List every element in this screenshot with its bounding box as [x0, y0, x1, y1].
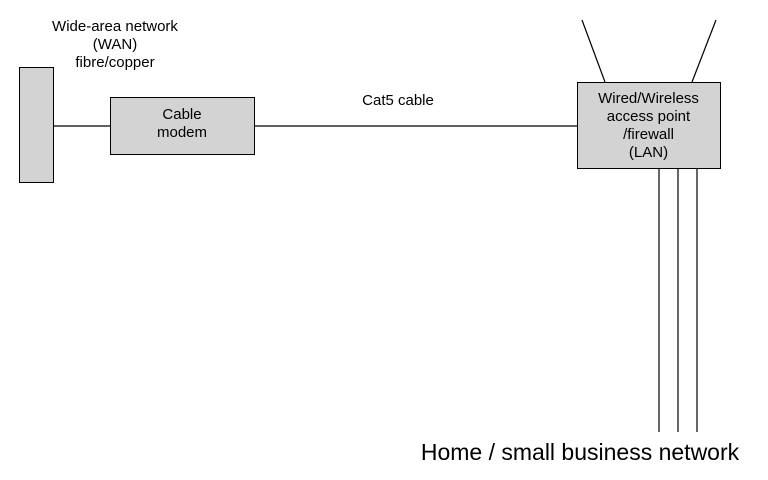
modem-label-line-2: modem — [156, 124, 208, 141]
router-label: Wired/Wireless access point /firewall (L… — [577, 90, 720, 162]
cable-modem-box — [110, 97, 255, 155]
router-box — [577, 82, 721, 169]
router-label-line-4: (LAN) — [628, 144, 669, 161]
wan-terminal-box — [19, 67, 54, 183]
right-antenna — [691, 19, 717, 83]
cat5-cable-label: Cat5 cable — [362, 92, 434, 109]
wan-label-line-2: (WAN) — [92, 36, 138, 53]
router-label-line-1: Wired/Wireless — [598, 90, 699, 107]
router-label-line-2: access point — [606, 108, 691, 125]
modem-label-line-1: Cable — [162, 106, 202, 123]
network-caption: Home / small business network — [420, 439, 740, 465]
wan-label-line-1: Wide-area network — [52, 18, 178, 35]
router-label-line-3: /firewall — [623, 126, 674, 143]
wan-label-line-3: fibre/copper — [75, 54, 155, 71]
modem-label: Cable modem — [110, 106, 254, 142]
left-antenna — [581, 19, 606, 83]
wan-label: Wide-area network (WAN) fibre/copper — [20, 18, 210, 72]
